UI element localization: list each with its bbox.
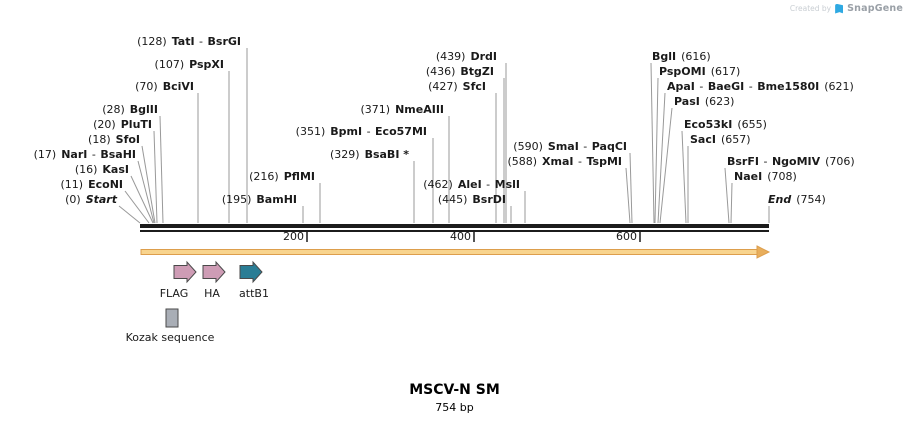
feature-arrow-ha (202, 260, 226, 284)
leader-line (659, 107, 673, 224)
site-label: (70)BciVI (135, 80, 194, 93)
created-by-text: Created by (789, 4, 832, 13)
site-label: (18)SfoI (88, 133, 140, 146)
site-label: (329)BsaBI * (329, 148, 409, 161)
leader-line (724, 167, 730, 224)
sequence-title: MSCV-N SM (409, 382, 500, 398)
site-label: (17)NarI - BsaHI (33, 148, 136, 161)
site-label: (462)AleI - MslI (423, 178, 520, 191)
leader-line (124, 190, 150, 224)
site-label: (107)PspXI (154, 58, 224, 71)
leader-line (650, 62, 655, 224)
leader-line (118, 205, 141, 224)
feature-label-flag: FLAG (159, 287, 189, 300)
site-label: BsrFI - NgoMIV(706) (727, 155, 855, 168)
site-label: SacI(657) (690, 133, 751, 146)
site-label: (351)BpmI - Eco57MI (295, 125, 427, 138)
site-label: BglI(616) (652, 50, 711, 63)
leader-line (730, 182, 733, 224)
leader-line (153, 130, 158, 224)
site-label: (20)PluTI (93, 118, 152, 131)
site-label: ApaI - BaeGI - Bme1580I(621) (667, 80, 854, 93)
site-label: (128)TatI - BsrGI (137, 35, 241, 48)
branding: Created by SnapGene (790, 3, 903, 14)
sequence-line-bottom (140, 230, 769, 232)
ruler-tick (473, 232, 475, 242)
site-label: (0)Start (65, 193, 117, 206)
site-label: (371)NmeAIII (360, 103, 444, 116)
ruler-label: 600 (616, 230, 637, 243)
leader-line (681, 130, 687, 224)
site-label: PasI(623) (674, 95, 735, 108)
leader-line (141, 145, 156, 224)
leader-line (137, 160, 155, 224)
site-label: (28)BglII (102, 103, 158, 116)
site-label: (590)SmaI - PaqCI (513, 140, 627, 153)
site-label: (16)KasI (74, 163, 129, 176)
ruler-label: 200 (283, 230, 304, 243)
ruler-label: 400 (450, 230, 471, 243)
site-label: (216)PflMI (249, 170, 315, 183)
site-label: PspOMI(617) (659, 65, 741, 78)
title-block: MSCV-N SM 754 bp (0, 382, 909, 414)
site-label: (11)EcoNI (60, 178, 123, 191)
kozak-label: Kozak sequence (125, 331, 215, 344)
feature-arrow-attb1 (239, 260, 263, 284)
kozak-box (165, 308, 179, 328)
site-label: (195)BamHI (221, 193, 297, 206)
ruler-tick (306, 232, 308, 242)
ruler-tick (639, 232, 641, 242)
snapgene-wordmark: SnapGene (847, 3, 903, 14)
leader-line (159, 115, 164, 224)
selection-arrow-head (756, 245, 771, 259)
site-label: (427)SfcI (428, 80, 486, 93)
leader-line (625, 167, 631, 224)
snapgene-logo-icon (835, 3, 844, 14)
feature-label-ha: HA (204, 287, 220, 300)
leader-line (130, 175, 154, 224)
sequence-line-top (140, 224, 769, 228)
site-label: (439)DrdI (435, 50, 497, 63)
leader-line (657, 92, 666, 224)
sequence-length: 754 bp (435, 401, 474, 414)
site-label: (436)BtgZI (425, 65, 494, 78)
site-label: (588)XmaI - TspMI (507, 155, 622, 168)
leader-line (654, 77, 659, 224)
site-label: Eco53kI(655) (684, 118, 767, 131)
leader-line (629, 152, 633, 224)
feature-label-attb1: attB1 (239, 287, 269, 300)
site-label: (445)BsrDI (437, 193, 506, 206)
site-label: NaeI(708) (734, 170, 797, 183)
feature-arrow-flag (173, 260, 197, 284)
site-label: End(754) (768, 193, 826, 206)
